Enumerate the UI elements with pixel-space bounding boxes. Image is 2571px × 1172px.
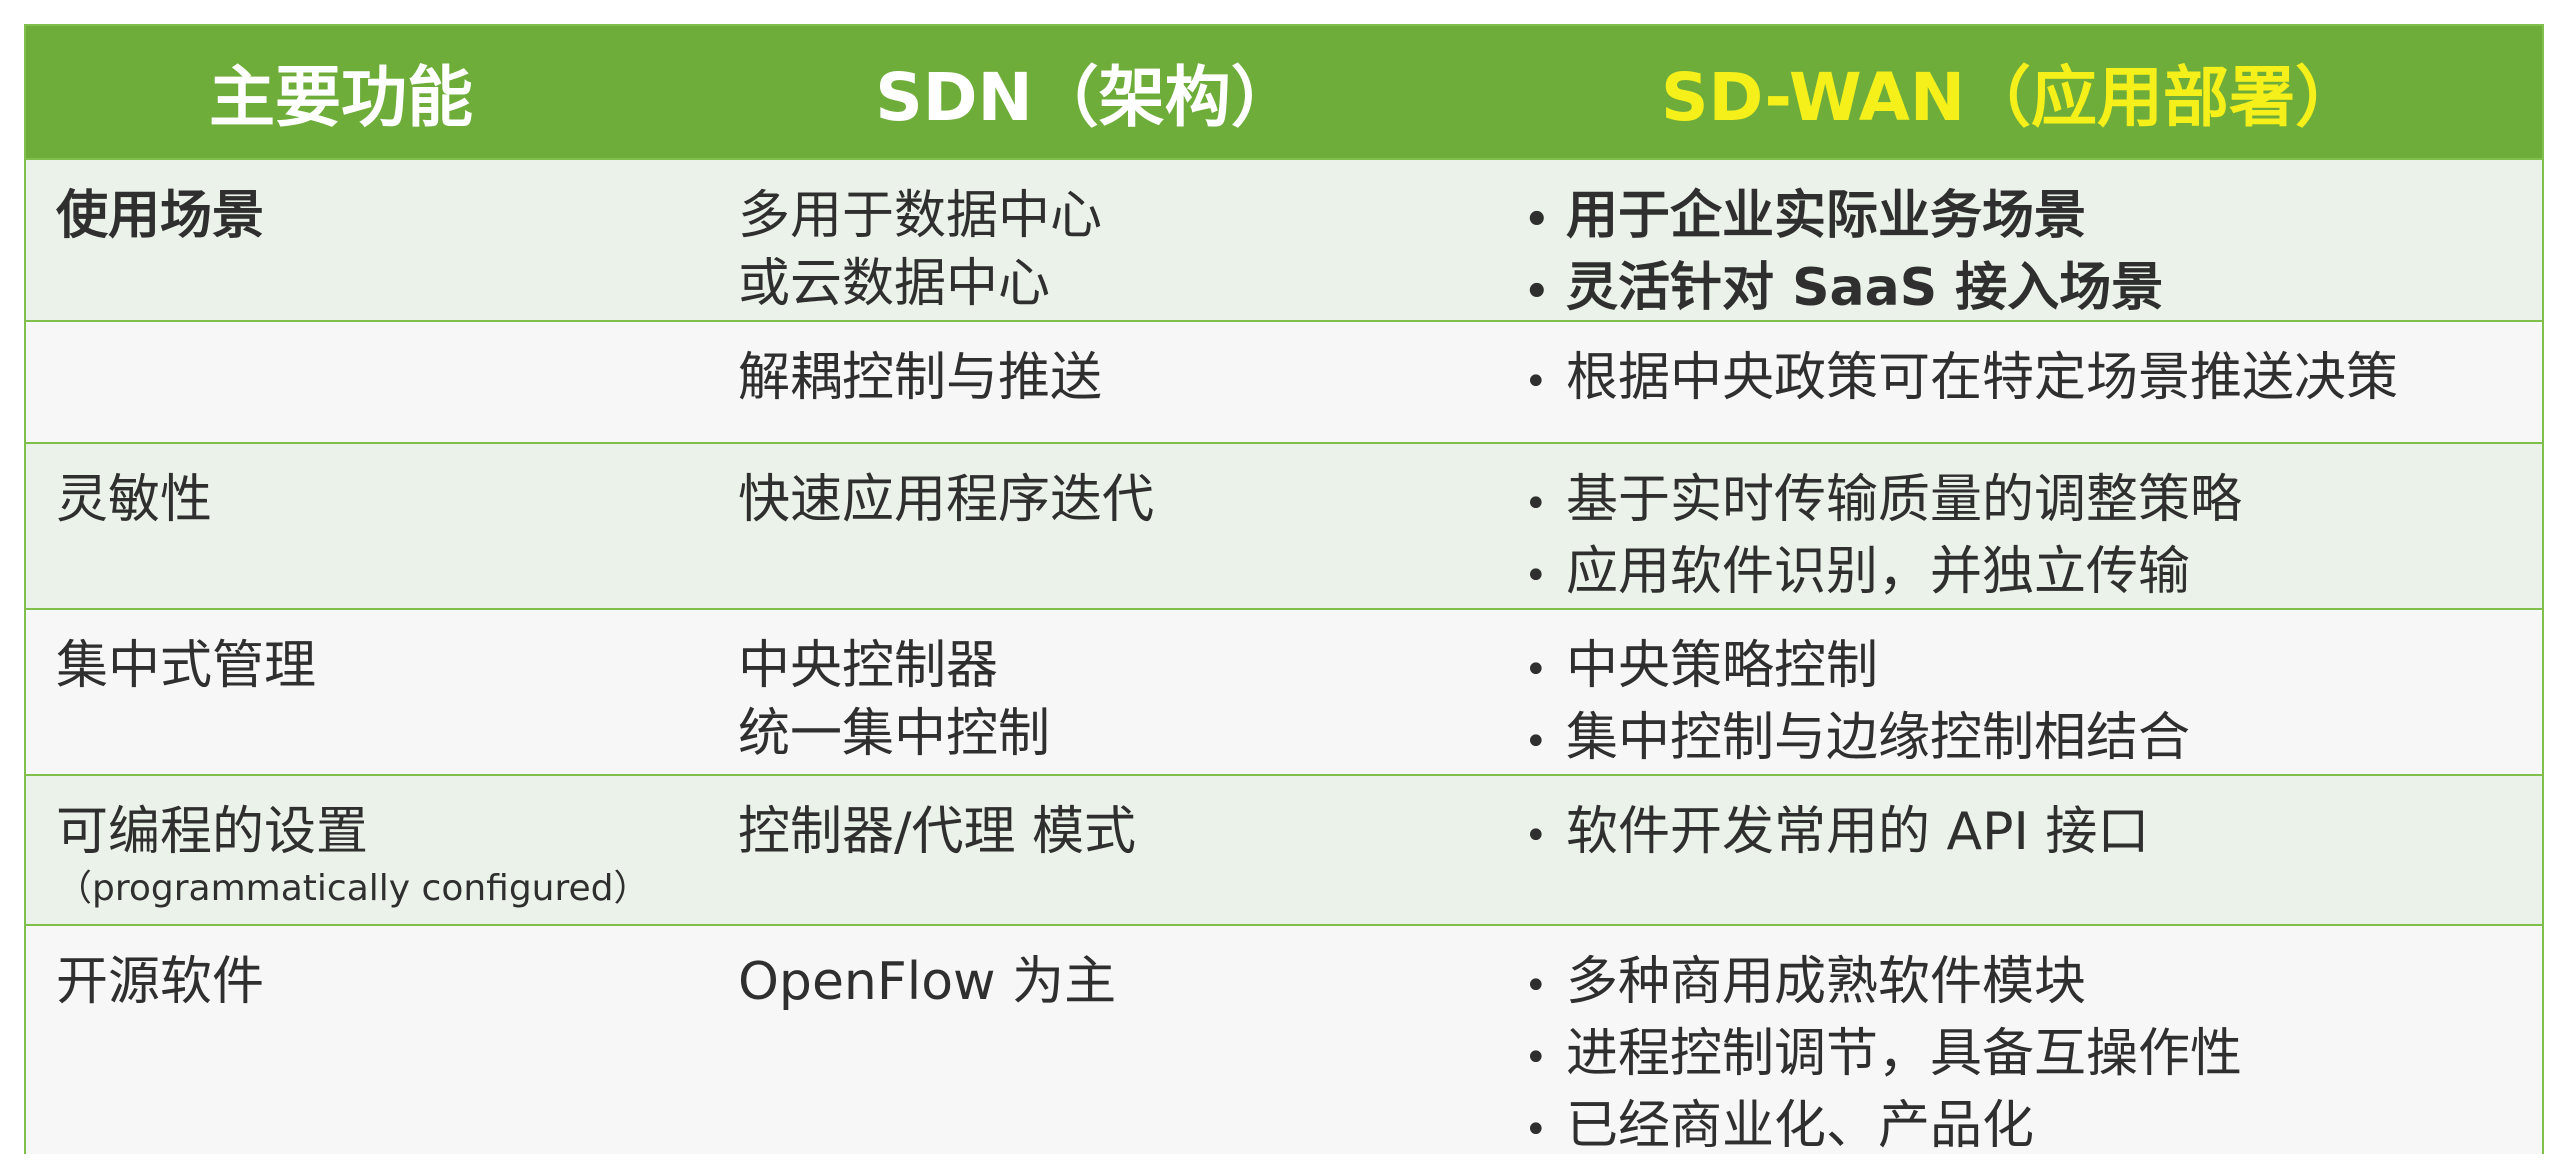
table-row: 集中式管理 中央控制器 统一集中控制 •中央策略控制 •集中控制与边缘控制相结合 xyxy=(26,608,2542,774)
bullet-icon: • xyxy=(1524,813,1548,859)
sdn-cell: 控制器/代理 模式 xyxy=(738,798,1518,866)
feature-label: 使用场景 xyxy=(56,186,265,246)
bullet-icon: • xyxy=(1524,359,1548,405)
feature-cell: 可编程的设置 （programmatically configured） xyxy=(56,798,736,912)
sdn-text: 或云数据中心 xyxy=(738,254,1051,314)
bullet-icon: • xyxy=(1524,481,1548,527)
sdwan-item: •集中控制与边缘控制相结合 xyxy=(1524,704,2534,776)
sdwan-cell: •软件开发常用的 API 接口 xyxy=(1524,798,2534,870)
sdwan-item: •基于实时传输质量的调整策略 xyxy=(1524,466,2534,538)
sdwan-cell: •基于实时传输质量的调整策略 •应用软件识别，并独立传输 xyxy=(1524,466,2534,610)
sdwan-item: •进程控制调节，具备互操作性 xyxy=(1524,1020,2534,1092)
table-row: 开源软件 OpenFlow 为主 •多种商用成熟软件模块 •进程控制调节，具备互… xyxy=(26,924,2542,1156)
sdwan-cell: •多种商用成熟软件模块 •进程控制调节，具备互操作性 •已经商业化、产品化 xyxy=(1524,948,2534,1164)
sdwan-item: •中央策略控制 xyxy=(1524,632,2534,704)
feature-cell: 集中式管理 xyxy=(56,632,736,700)
sdwan-item: •已经商业化、产品化 xyxy=(1524,1092,2534,1164)
table-row: 使用场景 多用于数据中心 或云数据中心 •用于企业实际业务场景 •灵活针对 Sa… xyxy=(26,158,2542,320)
bullet-icon: • xyxy=(1524,197,1550,243)
bullet-icon: • xyxy=(1524,1035,1548,1081)
feature-cell: 开源软件 xyxy=(56,948,736,1016)
sdn-cell: OpenFlow 为主 xyxy=(738,948,1518,1016)
sdwan-cell: •中央策略控制 •集中控制与边缘控制相结合 xyxy=(1524,632,2534,776)
bullet-icon: • xyxy=(1524,647,1548,693)
sdwan-item: •多种商用成熟软件模块 xyxy=(1524,948,2534,1020)
feature-cell: 灵敏性 xyxy=(56,466,736,534)
sdn-text: 控制器/代理 模式 xyxy=(738,802,1137,862)
feature-note: （programmatically configured） xyxy=(56,868,650,909)
header-sdwan: SD-WAN（应用部署） xyxy=(1660,59,2362,136)
sdn-text: 中央控制器 xyxy=(738,636,999,696)
sdwan-item: •用于企业实际业务场景 xyxy=(1524,182,2534,254)
sdn-cell: 多用于数据中心 或云数据中心 xyxy=(738,182,1518,318)
sdwan-item: •软件开发常用的 API 接口 xyxy=(1524,798,2534,870)
sdn-text: OpenFlow 为主 xyxy=(738,952,1117,1012)
table-row: 可编程的设置 （programmatically configured） 控制器… xyxy=(26,774,2542,924)
sdn-text: 统一集中控制 xyxy=(738,704,1051,764)
bullet-icon: • xyxy=(1524,553,1548,599)
header-feature: 主要功能 xyxy=(209,59,473,136)
sdwan-cell: •用于企业实际业务场景 •灵活针对 SaaS 接入场景 xyxy=(1524,182,2534,326)
bullet-icon: • xyxy=(1524,963,1548,1009)
feature-label: 可编程的设置 xyxy=(56,802,369,862)
sdn-text: 快速应用程序迭代 xyxy=(738,470,1155,530)
sdn-cell: 解耦控制与推送 xyxy=(738,344,1518,412)
sdn-text: 解耦控制与推送 xyxy=(738,348,1103,408)
table-header: 主要功能 SDN（架构） SD-WAN（应用部署） xyxy=(26,26,2542,158)
sdwan-item: •应用软件识别，并独立传输 xyxy=(1524,538,2534,610)
table-row: 解耦控制与推送 •根据中央政策可在特定场景推送决策 xyxy=(26,320,2542,442)
table-row: 灵敏性 快速应用程序迭代 •基于实时传输质量的调整策略 •应用软件识别，并独立传… xyxy=(26,442,2542,608)
sdn-cell: 中央控制器 统一集中控制 xyxy=(738,632,1518,768)
sdwan-item: •灵活针对 SaaS 接入场景 xyxy=(1524,254,2534,326)
feature-cell: 使用场景 xyxy=(56,182,736,250)
comparison-table: 主要功能 SDN（架构） SD-WAN（应用部署） 使用场景 多用于数据中心 或… xyxy=(24,24,2544,1156)
header-sdn: SDN（架构） xyxy=(875,59,1297,136)
sdn-text: 多用于数据中心 xyxy=(738,186,1103,246)
feature-label: 开源软件 xyxy=(56,952,265,1012)
bullet-icon: • xyxy=(1524,1107,1548,1153)
bullet-icon: • xyxy=(1524,269,1550,315)
bullet-icon: • xyxy=(1524,719,1548,765)
sdn-cell: 快速应用程序迭代 xyxy=(738,466,1518,534)
sdwan-cell: •根据中央政策可在特定场景推送决策 xyxy=(1524,344,2534,416)
feature-label: 灵敏性 xyxy=(56,470,213,530)
sdwan-item: •根据中央政策可在特定场景推送决策 xyxy=(1524,344,2534,416)
feature-label: 集中式管理 xyxy=(56,636,317,696)
